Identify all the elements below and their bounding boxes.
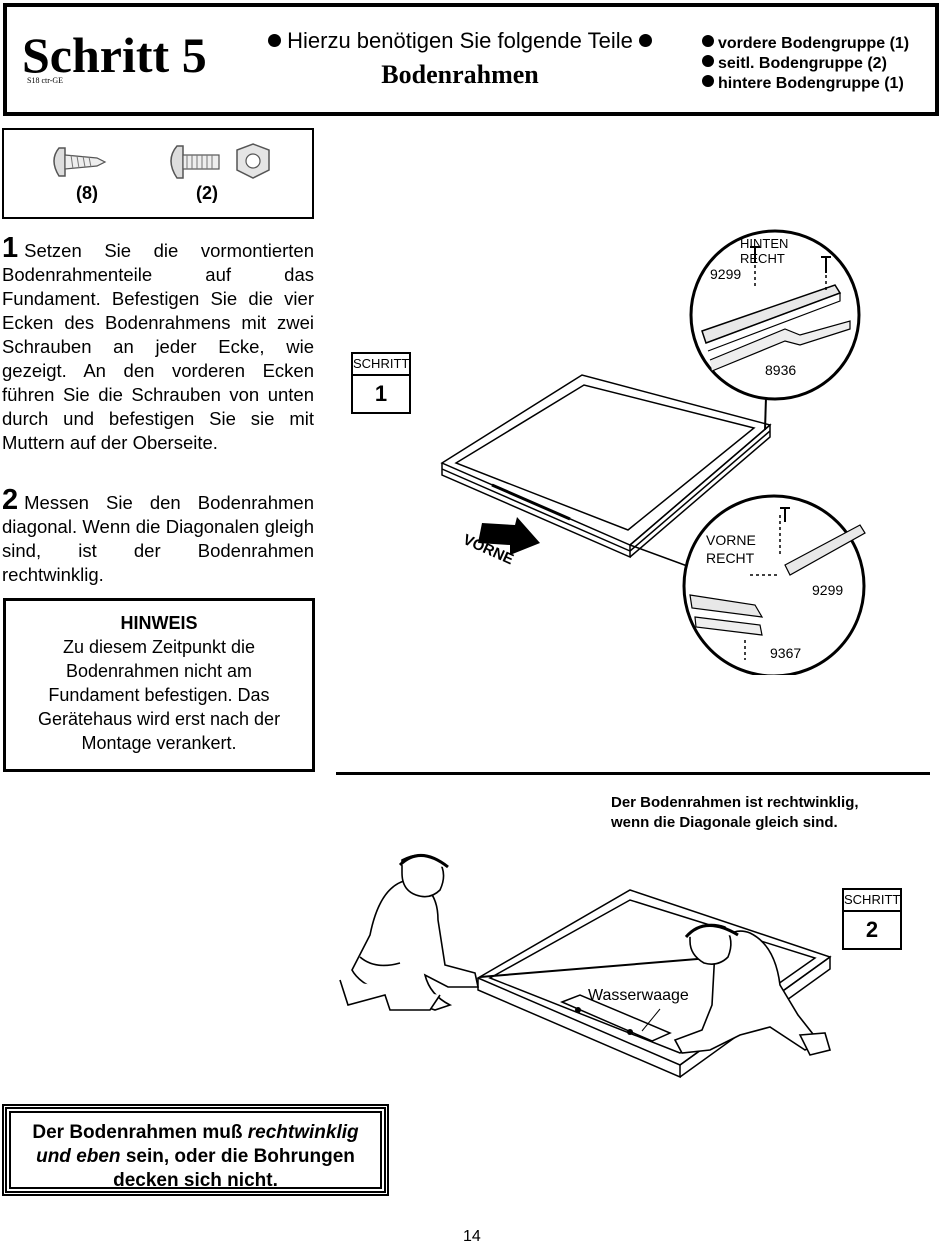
detail-top-part-a: 9299 xyxy=(710,266,741,282)
group-item: hintere Bodengruppe (1) xyxy=(702,74,909,94)
step-box-number: 1 xyxy=(374,381,388,406)
hardware-box xyxy=(2,128,314,219)
group-item: vordere Bodengruppe (1) xyxy=(702,34,909,54)
detail-bottom-right: VORNE RECHT 9299 9367 xyxy=(682,494,866,675)
step-box-label: SCHRITT xyxy=(353,354,409,376)
warning-emphasis: rechtwinklig xyxy=(247,1122,359,1143)
detail-top-label-2: RECHT xyxy=(740,251,785,266)
header-box xyxy=(3,3,939,116)
warning-text: Der Bodenrahmen muß rechtwinklig und ebe… xyxy=(9,1111,382,1191)
caption-line: wenn die Diagonale gleich sind. xyxy=(611,814,838,831)
bolt-icon xyxy=(170,145,220,179)
parts-intro: Hierzu benötigen Sie folgende Teile xyxy=(250,28,670,54)
group-label: vordere Bodengruppe (1) xyxy=(718,35,910,52)
step-box-label: SCHRITT xyxy=(844,890,900,912)
bolt-nut-quantity: (2) xyxy=(196,183,218,203)
page-number: 14 xyxy=(463,1228,481,1245)
step-text: Setzen Sie die vormontierten Bodenrahmen… xyxy=(2,240,314,453)
section-subtitle: Bodenrahmen xyxy=(381,60,539,89)
floor-frame-diagram: VORNE HINTEN RECHT 9299 8936 VORNE RECHT… xyxy=(440,229,866,675)
warning-box: Der Bodenrahmen muß rechtwinklig und ebe… xyxy=(2,1104,389,1196)
warning-emphasis: und eben xyxy=(36,1146,121,1167)
screw-icon xyxy=(53,147,107,177)
diagram2-caption: Der Bodenrahmen ist rechtwinklig, wenn d… xyxy=(611,793,859,833)
note-text: Zu diesem Zeitpunkt die Bodenrahmen nich… xyxy=(37,637,281,753)
step-number: 1 xyxy=(2,232,19,264)
bullet-icon xyxy=(268,34,281,47)
step-text: Messen Sie den Bodenrahmen diagonal. Wen… xyxy=(2,492,314,585)
caption-line: Der Bodenrahmen ist rechtwinklig, xyxy=(611,794,859,811)
bullet-icon xyxy=(638,34,652,47)
worker-right-illustration xyxy=(673,923,832,1056)
detail-bottom-label-1: VORNE xyxy=(706,532,756,548)
section-divider xyxy=(336,772,930,775)
step-box-1: SCHRITT 1 xyxy=(351,352,411,414)
front-arrow-icon xyxy=(478,517,540,555)
bullet-icon xyxy=(702,75,714,87)
hardware-icons xyxy=(53,143,270,179)
nut-icon xyxy=(236,143,270,179)
measuring-diagram: Wasserwaage xyxy=(339,854,832,1079)
group-list: vordere Bodengruppe (1) seitl. Bodengrup… xyxy=(702,34,909,94)
step-box-2: SCHRITT 2 xyxy=(842,888,902,950)
note-box: HINWEIS Zu diesem Zeitpunkt die Bodenrah… xyxy=(3,598,315,772)
parts-intro-text: Hierzu benötigen Sie folgende Teile xyxy=(287,28,633,53)
step-number: 2 xyxy=(2,484,19,516)
screw-quantity: (8) xyxy=(76,183,98,203)
worker-left-illustration xyxy=(339,854,479,1011)
detail-top-label-1: HINTEN xyxy=(740,236,788,251)
floor-frame-illustration xyxy=(440,374,772,559)
detail-top-right: HINTEN RECHT 9299 8936 xyxy=(689,229,861,401)
detail-bottom-part-a: 9299 xyxy=(812,582,843,598)
group-label: hintere Bodengruppe (1) xyxy=(718,75,904,92)
bullet-icon xyxy=(702,35,714,47)
step-code: S18 ctr-GE xyxy=(27,76,64,85)
spirit-level-icon xyxy=(560,994,672,1042)
detail-bottom-part-b: 9367 xyxy=(770,645,801,661)
step-box-number: 2 xyxy=(865,917,879,942)
detail-bottom-label-2: RECHT xyxy=(706,550,755,566)
warning-part: Der Bodenrahmen muß xyxy=(32,1122,248,1143)
level-label: Wasserwaage xyxy=(588,987,689,1004)
step-title: Schritt 5 xyxy=(22,27,207,83)
note-title: HINWEIS xyxy=(120,613,198,633)
warning-part: sein, oder die Bohrungen decken sich nic… xyxy=(113,1146,355,1191)
group-item: seitl. Bodengruppe (2) xyxy=(702,54,909,74)
detail-top-part-b: 8936 xyxy=(765,362,796,378)
bullet-icon xyxy=(702,55,714,67)
group-label: seitl. Bodengruppe (2) xyxy=(718,55,887,72)
